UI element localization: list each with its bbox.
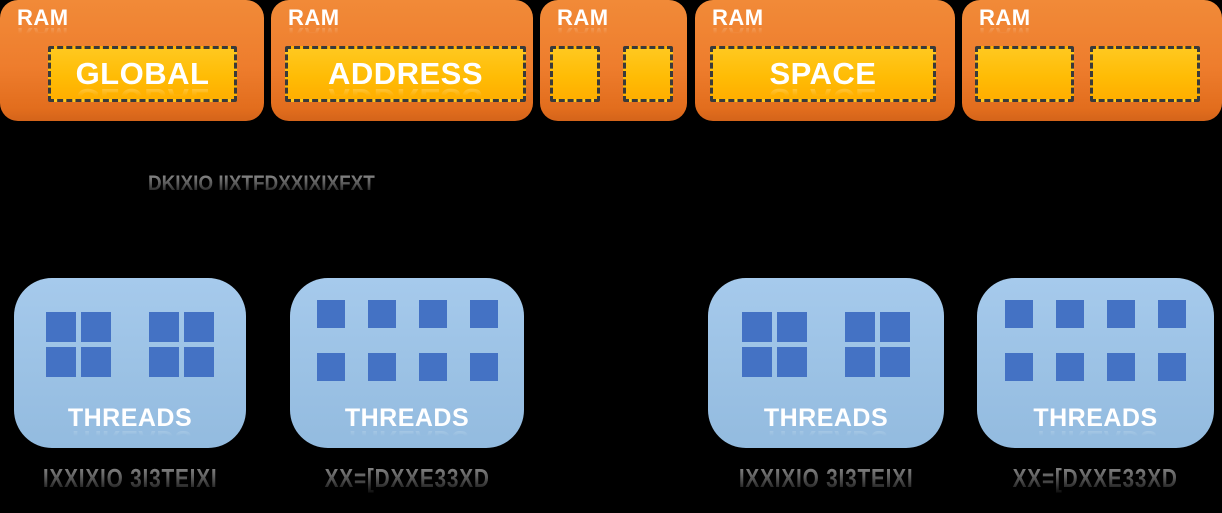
threads-label: THREADS — [344, 404, 470, 432]
ram-box-5: RAM — [962, 0, 1222, 121]
thread-square — [367, 353, 396, 381]
ram-label: RAM — [557, 5, 609, 30]
threads-caption-2: XX=[DXXE33XD — [290, 463, 524, 494]
threads-caption-text: XX=[DXXE33XD — [324, 463, 490, 493]
allocation-label: SPACE — [769, 56, 877, 91]
thread-square — [742, 312, 772, 342]
thread-square — [418, 300, 447, 328]
allocation-block — [623, 46, 673, 102]
thread-square — [1107, 300, 1135, 328]
thread-square-cluster — [46, 312, 111, 377]
thread-square — [845, 312, 875, 342]
thread-square — [149, 312, 179, 342]
threads-box-3: THREADS — [708, 278, 944, 448]
thread-square — [184, 312, 214, 342]
ram-box-2: RAM ADDRESS — [271, 0, 533, 121]
thread-square-grid — [977, 300, 1214, 381]
ram-label: RAM — [17, 5, 69, 30]
thread-square — [742, 347, 772, 377]
middle-caption: DKIXIO IIXTFDXXIXIXFXT — [148, 172, 400, 196]
allocation-block: ADDRESS — [285, 46, 526, 102]
threads-caption-text: XX=[DXXE33XD — [1012, 463, 1179, 493]
allocation-label: ADDRESS — [327, 56, 484, 91]
thread-square — [46, 347, 76, 377]
thread-square — [469, 353, 498, 381]
ram-box-4: RAM SPACE — [695, 0, 955, 121]
threads-label: THREADS — [763, 404, 889, 432]
thread-square — [81, 347, 111, 377]
middle-caption-text: DKIXIO IIXTFDXXIXIXFXT — [148, 172, 375, 195]
allocation-block — [975, 46, 1074, 102]
threads-caption-3: IXXIXIO 3I3TEIXI — [708, 463, 944, 494]
thread-square — [1005, 300, 1033, 328]
allocation-block — [1090, 46, 1200, 102]
thread-square — [1107, 353, 1135, 381]
threads-caption-4: XX=[DXXE33XD — [977, 463, 1214, 494]
thread-square — [1158, 300, 1186, 328]
thread-square — [418, 353, 447, 381]
thread-square — [880, 312, 910, 342]
thread-square-clusters — [708, 312, 944, 377]
threads-box-2: THREADS — [290, 278, 524, 448]
thread-square — [1158, 353, 1186, 381]
thread-square — [316, 300, 345, 328]
ram-box-3: RAM — [540, 0, 687, 121]
thread-square — [1005, 353, 1033, 381]
allocation-block — [550, 46, 600, 102]
thread-square — [880, 347, 910, 377]
thread-square — [81, 312, 111, 342]
thread-square — [777, 347, 807, 377]
thread-square — [367, 300, 396, 328]
threads-caption-1: IXXIXIO 3I3TEIXI — [14, 463, 246, 494]
thread-square — [777, 312, 807, 342]
threads-box-4: THREADS — [977, 278, 1214, 448]
threads-caption-text: IXXIXIO 3I3TEIXI — [42, 463, 218, 493]
thread-square-cluster — [742, 312, 807, 377]
thread-square — [184, 347, 214, 377]
thread-square — [845, 347, 875, 377]
allocation-label: GLOBAL — [75, 56, 210, 91]
thread-square-cluster — [845, 312, 910, 377]
threads-label: THREADS — [67, 404, 193, 432]
ram-box-1: RAM GLOBAL — [0, 0, 264, 121]
threads-caption-text: IXXIXIO 3I3TEIXI — [738, 463, 914, 493]
ram-label: RAM — [288, 5, 340, 30]
thread-square — [316, 353, 345, 381]
threads-label: THREADS — [1033, 404, 1158, 432]
allocation-block: SPACE — [710, 46, 936, 102]
thread-square — [149, 347, 179, 377]
thread-square-grid — [290, 300, 524, 381]
thread-square — [46, 312, 76, 342]
thread-square — [1056, 353, 1084, 381]
allocation-block: GLOBAL — [48, 46, 237, 102]
ram-label: RAM — [979, 5, 1031, 30]
thread-square — [469, 300, 498, 328]
threads-box-1: THREADS — [14, 278, 246, 448]
thread-square-clusters — [14, 312, 246, 377]
ram-label: RAM — [712, 5, 764, 30]
thread-square — [1056, 300, 1084, 328]
thread-square-cluster — [149, 312, 214, 377]
